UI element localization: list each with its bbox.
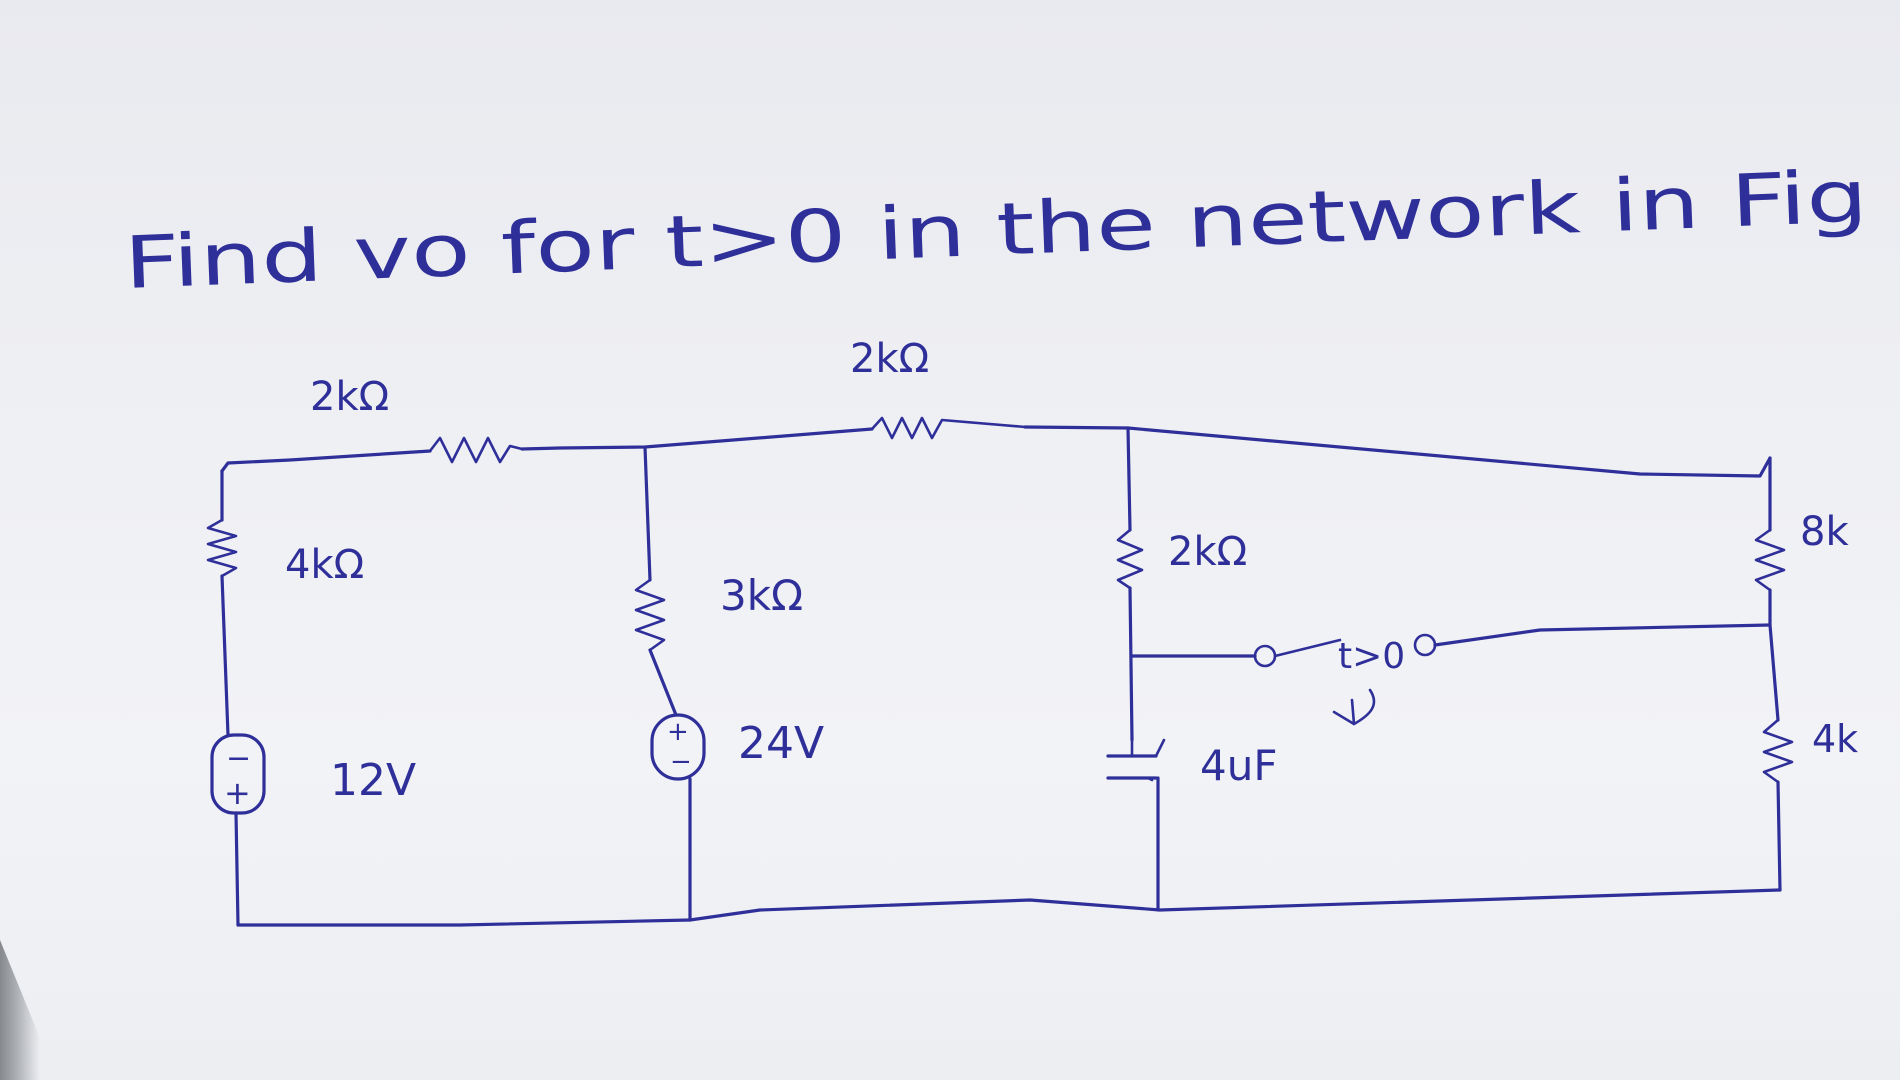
wire-left-lower — [234, 811, 240, 927]
wire-top-right — [1023, 425, 1772, 478]
capacitor: 4uF — [1106, 738, 1278, 790]
source-left-plus: + — [224, 774, 251, 812]
wire-bottom-right — [688, 888, 1782, 922]
capacitor-label: 4uF — [1200, 741, 1278, 790]
wire-bottom-left — [236, 918, 692, 927]
source-left: − + 12V — [210, 733, 416, 815]
source-mid: + − 24V — [650, 713, 824, 781]
source-left-minus: − — [226, 741, 251, 776]
switch-label: t>0 — [1338, 636, 1405, 677]
wire-ri-mid — [1128, 586, 1134, 742]
resistor-right-inner-label: 2kΩ — [1168, 529, 1247, 575]
wire-mid-mid — [648, 648, 678, 717]
wire-r-lower — [1776, 780, 1782, 892]
resistor-right-inner: 2kΩ — [1116, 528, 1247, 590]
wire-top-mid — [520, 427, 874, 451]
resistor-right-top-label: 8k — [1800, 509, 1849, 555]
source-mid-minus: − — [670, 747, 692, 777]
wire-mid-upper — [643, 445, 652, 582]
resistor-top-left-label: 2kΩ — [310, 374, 389, 420]
resistor-left: 4kΩ — [206, 518, 364, 588]
resistor-mid: 3kΩ — [634, 571, 803, 652]
wire-switch-right — [1433, 623, 1772, 647]
resistor-top-mid-label: 2kΩ — [850, 336, 929, 382]
source-mid-plus: + — [667, 717, 689, 747]
wire-top-left — [220, 449, 432, 473]
resistor-top-left: 2kΩ — [310, 374, 524, 464]
wire-r-mid — [1768, 588, 1780, 722]
wire-left-mid — [220, 574, 230, 737]
resistor-mid-label: 3kΩ — [720, 571, 803, 620]
switch: t>0 — [1253, 633, 1437, 726]
wire-ri-upper — [1126, 426, 1132, 532]
resistor-top-mid: 2kΩ — [850, 336, 1027, 440]
resistor-left-label: 4kΩ — [285, 542, 364, 588]
source-mid-label: 24V — [738, 718, 824, 769]
resistor-right-top: 8k — [1754, 509, 1849, 592]
problem-text: Find vo for t>0 in the network in Fig — [122, 154, 1869, 305]
resistor-right-bottom-label: 4k — [1812, 717, 1858, 761]
resistor-right-bottom: 4k — [1762, 717, 1858, 784]
source-left-label: 12V — [330, 755, 416, 806]
